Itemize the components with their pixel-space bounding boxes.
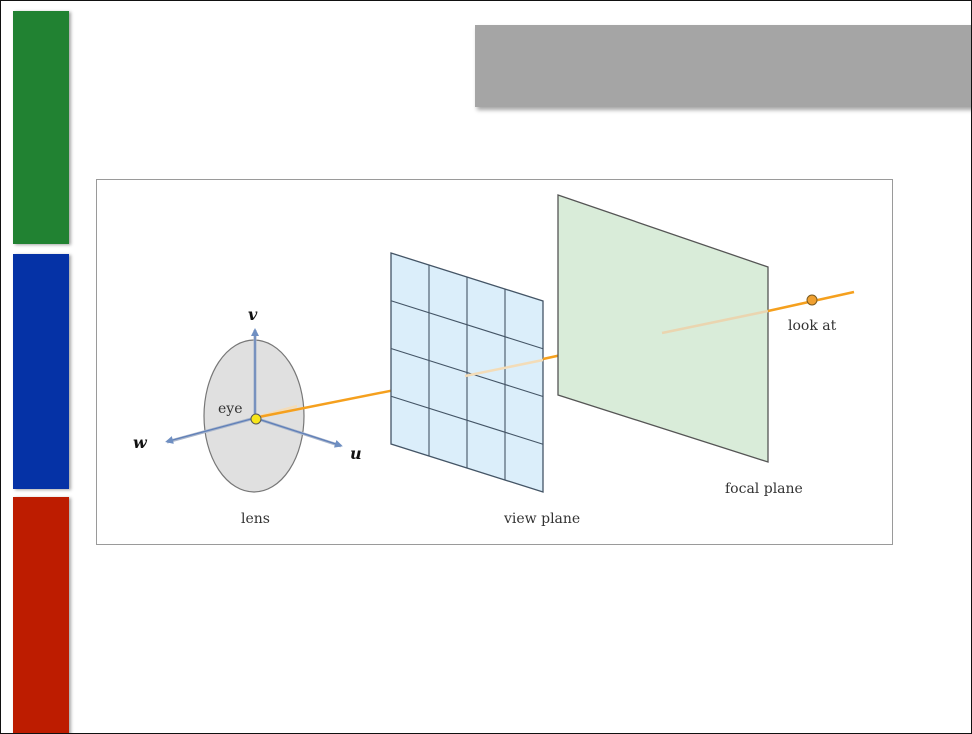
eye-label: eye (218, 401, 242, 417)
lens-label: lens (241, 511, 270, 527)
look-at-point (806, 294, 818, 306)
focal-plane (557, 194, 769, 463)
view-plane-grid-row-line (390, 300, 544, 350)
sidebar-bar-blue (13, 254, 69, 489)
view-plane-grid-row-line (390, 347, 544, 398)
eye-point (250, 413, 262, 425)
view-plane-label: view plane (503, 511, 580, 527)
view-plane-grid-row-line (390, 395, 544, 445)
view-plane (390, 252, 544, 493)
axis-u-label: u (350, 444, 362, 463)
look-at-label: look at (788, 318, 837, 334)
axis-w (165, 416, 256, 444)
ray-segment-behind-plane (464, 358, 544, 378)
ray-segment-focal (661, 309, 769, 335)
axis-w-label: w (133, 433, 148, 452)
slide-title-bar (475, 25, 971, 107)
axis-u (254, 416, 343, 448)
camera-diagram-svg: eye lens view plane focal plane look at … (133, 194, 855, 527)
sidebar-bar-red (13, 497, 69, 733)
view-plane-grid (390, 265, 544, 480)
camera-diagram: eye lens view plane focal plane look at … (96, 179, 893, 545)
sidebar-bar-green (13, 11, 69, 244)
focal-plane-label: focal plane (725, 481, 803, 497)
axis-v-label: v (248, 305, 258, 324)
